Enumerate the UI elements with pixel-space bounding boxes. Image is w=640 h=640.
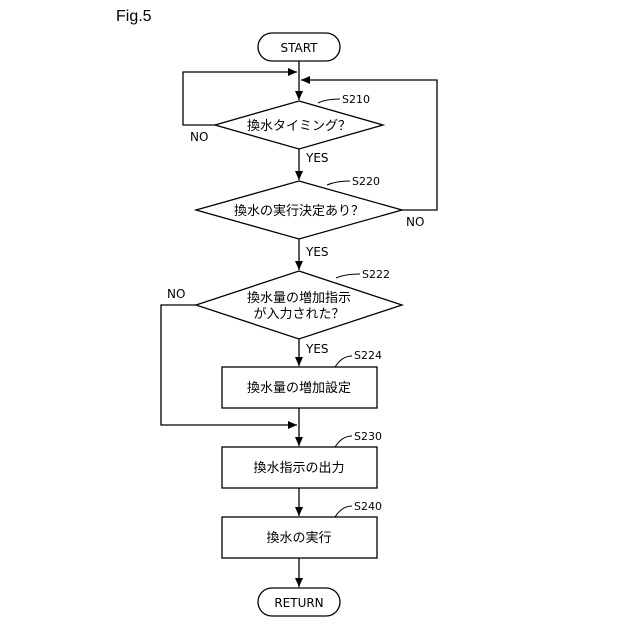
s230-leader: [335, 436, 352, 447]
s240-leader: [335, 506, 352, 517]
s210-yes-label: YES: [305, 151, 329, 165]
s224-leader: [335, 356, 352, 367]
s220-text: 換水の実行決定あり？: [234, 203, 364, 219]
s220-leader: [327, 181, 350, 185]
s240-step-id: S240: [354, 500, 382, 513]
s224-text: 換水量の増加設定: [247, 380, 351, 396]
s222-text-line2: が入力された？: [253, 307, 344, 322]
s230-text: 換水指示の出力: [253, 461, 344, 476]
s220-yes-label: YES: [305, 245, 329, 259]
start-label: START: [280, 41, 318, 55]
s210-step-id: S210: [342, 93, 370, 106]
s220-step-id: S220: [352, 175, 380, 188]
s210-leader: [318, 99, 340, 103]
s222-text-line1: 換水量の増加指示: [247, 291, 351, 306]
s240-text: 換水の実行: [266, 530, 331, 546]
s224-step-id: S224: [354, 349, 382, 362]
s230-step-id: S230: [354, 430, 382, 443]
s222-no-label: NO: [167, 287, 185, 301]
s220-no-label: NO: [406, 215, 424, 229]
s210-text: 換水タイミング？: [247, 119, 351, 134]
return-label: RETURN: [274, 596, 323, 610]
s210-no-label: NO: [190, 130, 208, 144]
s222-step-id: S222: [362, 268, 390, 281]
s222-leader: [336, 274, 360, 278]
s222-yes-label: YES: [305, 342, 329, 356]
